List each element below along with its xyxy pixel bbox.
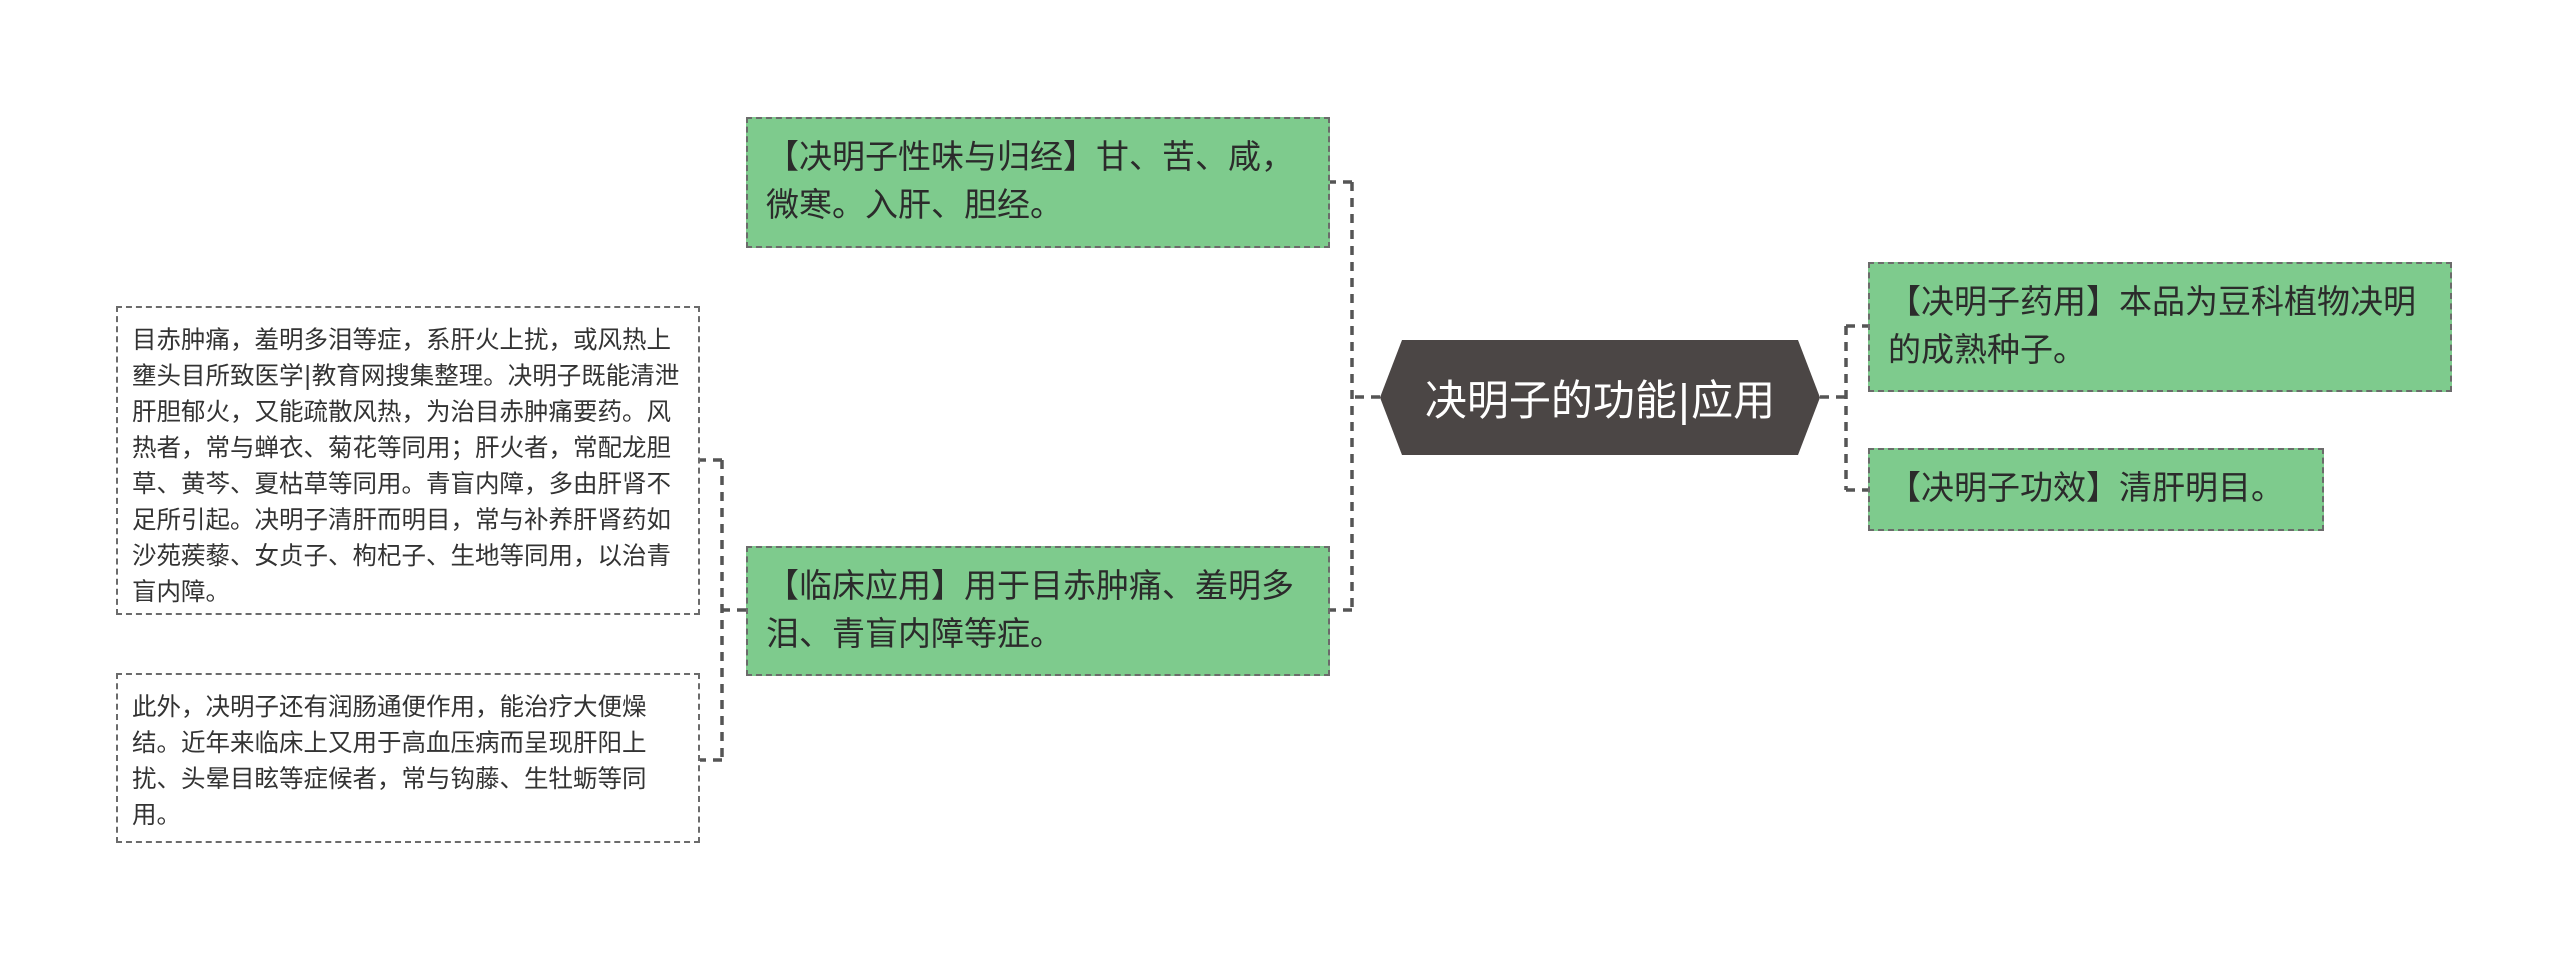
node-clinical-application-text: 【临床应用】用于目赤肿痛、羞明多泪、青盲内障等症。 <box>766 566 1294 653</box>
node-clinical-detail-2-text: 此外，决明子还有润肠通便作用，能治疗大便燥结。近年来临床上又用于高血压病而呈现肝… <box>132 692 647 829</box>
node-medicinal-use[interactable]: 【决明子药用】本品为豆科植物决明的成熟种子。 <box>1868 262 2452 392</box>
node-medicinal-use-text: 【决明子药用】本品为豆科植物决明的成熟种子。 <box>1888 282 2416 369</box>
node-efficacy[interactable]: 【决明子功效】清肝明目。 <box>1868 448 2324 531</box>
node-nature-meridian[interactable]: 【决明子性味与归经】甘、苦、咸，微寒。入肝、胆经。 <box>746 117 1330 248</box>
node-clinical-detail-1[interactable]: 目赤肿痛，羞明多泪等症，系肝火上扰，或风热上壅头目所致医学|教育网搜集整理。决明… <box>116 306 700 615</box>
central-topic[interactable]: 决明子的功能|应用 <box>1380 340 1820 455</box>
node-efficacy-text: 【决明子功效】清肝明目。 <box>1888 468 2284 507</box>
node-nature-meridian-text: 【决明子性味与归经】甘、苦、咸，微寒。入肝、胆经。 <box>766 137 1294 224</box>
central-hexagon-shape <box>1380 340 1820 455</box>
node-clinical-detail-2[interactable]: 此外，决明子还有润肠通便作用，能治疗大便燥结。近年来临床上又用于高血压病而呈现肝… <box>116 673 700 843</box>
node-clinical-application[interactable]: 【临床应用】用于目赤肿痛、羞明多泪、青盲内障等症。 <box>746 546 1330 676</box>
central-topic-label: 决明子的功能|应用 <box>1424 376 1776 425</box>
node-clinical-detail-1-text: 目赤肿痛，羞明多泪等症，系肝火上扰，或风热上壅头目所致医学|教育网搜集整理。决明… <box>132 325 680 606</box>
